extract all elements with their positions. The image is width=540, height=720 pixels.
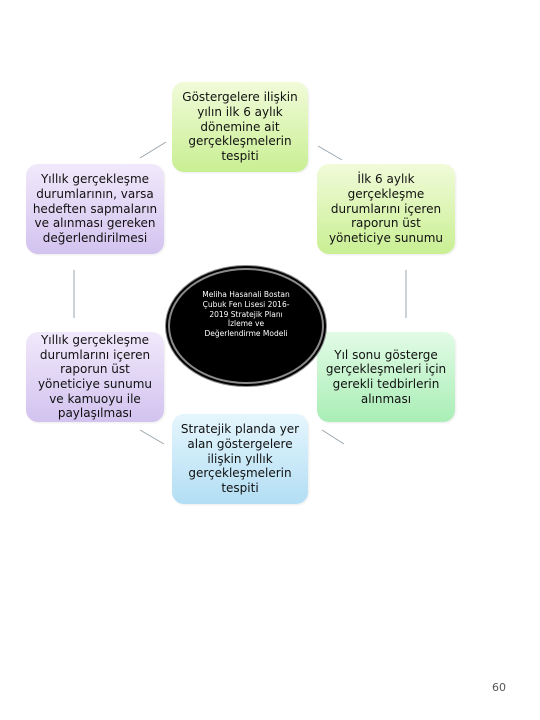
cycle-step-1-line-4: gerçekleşmelerin: [188, 134, 292, 149]
cycle-step-2-line-3: durumlarını içeren: [330, 201, 442, 216]
cycle-step-2-text: İlk 6 aylık gerçekleşme durumlarını içer…: [329, 172, 443, 245]
cycle-step-6: Yıllık gerçekleşme durumlarının, varsa h…: [26, 164, 164, 254]
cycle-step-2-line-5: yöneticiye sunumu: [328, 230, 444, 245]
cycle-step-3-line-4: alınması: [360, 391, 412, 406]
center-line-4: İzleme ve: [227, 319, 265, 329]
cycle-step-6-line-2: durumlarının, varsa: [36, 187, 154, 202]
cycle-step-1-line-5: tespiti: [221, 148, 259, 163]
cycle-step-4-line-2: alan göstergelere: [187, 437, 293, 452]
center-line-3: 2019 Stratejik Planı: [209, 309, 283, 319]
cycle-step-4-line-4: gerçekleşmelerin: [188, 466, 292, 481]
center-circle: Meliha Hasanali Bostan Çubuk Fen Lisesi …: [168, 268, 324, 384]
cycle-step-4-line-3: ilişkin yıllık: [207, 451, 273, 466]
cycle-step-3: Yıl sonu gösterge gerçekleşmeleri için g…: [317, 332, 455, 422]
cycle-step-3-line-1: Yıl sonu gösterge: [334, 347, 438, 362]
cycle-step-6-line-3: hedeften sapmaların: [32, 201, 158, 216]
cycle-step-4: Stratejik planda yer alan göstergelere i…: [172, 414, 308, 504]
cycle-step-1-text: Göstergelere ilişkin yılın ilk 6 aylık d…: [182, 90, 297, 163]
cycle-step-2-line-4: raporun üst: [351, 216, 421, 231]
cycle-step-5: Yıllık gerçekleşme durumlarını içeren ra…: [26, 332, 164, 422]
cycle-step-1-line-3: dönemine ait: [200, 119, 280, 134]
cycle-step-6-line-5: değerlendirilmesi: [42, 230, 148, 245]
cycle-step-6-line-1: Yıllık gerçekleşme: [40, 172, 150, 187]
cycle-step-2-line-2: gerçekleşme: [347, 187, 425, 202]
connector-top-left-to-top: [139, 141, 167, 159]
cycle-step-3-line-2: gerçekleşmeleri için: [325, 362, 447, 377]
cycle-step-2: İlk 6 aylık gerçekleşme durumlarını içer…: [317, 164, 455, 254]
center-line-5: Değerlendirme Modeli: [204, 329, 288, 338]
connector-top-to-top-right: [317, 145, 343, 161]
cycle-step-5-line-4: yöneticiye sunumu: [37, 377, 153, 391]
cycle-step-3-line-3: gerekli tedbirlerin: [332, 377, 440, 391]
center-line-2: Çubuk Fen Lisesi 2016-: [202, 299, 290, 309]
cycle-step-3-text: Yıl sonu gösterge gerçekleşmeleri için g…: [326, 348, 446, 407]
center-line-1: Meliha Hasanali Bostan: [202, 290, 290, 299]
cycle-step-2-line-1: İlk 6 aylık: [357, 172, 415, 187]
cycle-step-1-line-1: Göstergelere ilişkin: [182, 90, 298, 105]
cycle-step-5-line-1: Yıllık gerçekleşme: [40, 333, 150, 348]
page-number: 60: [492, 681, 506, 694]
cycle-step-1: Göstergelere ilişkin yılın ilk 6 aylık d…: [172, 82, 308, 172]
cycle-step-4-text: Stratejik planda yer alan göstergelere i…: [181, 422, 299, 495]
connector-bottom-to-left: [139, 429, 165, 445]
cycle-step-6-line-4: ve alınması gereken: [34, 216, 156, 231]
cycle-step-4-line-1: Stratejik planda yer: [180, 422, 300, 437]
cycle-step-5-line-3: raporun üst: [60, 362, 130, 377]
cycle-step-5-line-5: ve kamuoyu ile: [49, 391, 141, 406]
cycle-step-5-line-6: paylaşılması: [57, 406, 133, 421]
cycle-step-4-line-5: tespiti: [221, 480, 259, 495]
cycle-step-1-line-2: yılın ilk 6 aylık: [197, 105, 283, 120]
cycle-step-6-text: Yıllık gerçekleşme durumlarının, varsa h…: [33, 172, 157, 245]
cycle-step-5-text: Yıllık gerçekleşme durumlarını içeren ra…: [38, 333, 152, 421]
connector-right-to-bottom: [321, 429, 345, 445]
cycle-step-5-line-2: durumlarını içeren: [39, 347, 151, 362]
